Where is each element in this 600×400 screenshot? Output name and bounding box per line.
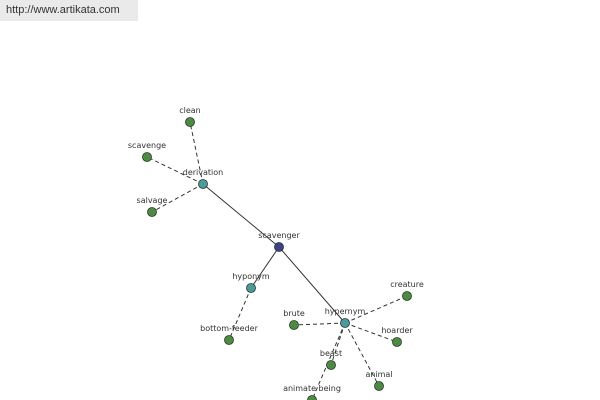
edge-hypernym-hoarder [344, 322, 398, 343]
node-label-brute: brute [283, 309, 305, 318]
edge-scavenger-derivation [202, 183, 280, 248]
edge-hypernym-brute [293, 322, 346, 326]
node-circle-animate-being[interactable] [307, 395, 317, 400]
node-label-hypernym: hypernym [325, 307, 366, 316]
node-clean[interactable]: clean [179, 106, 201, 127]
node-circle-hyponym[interactable] [246, 283, 256, 293]
node-derivation[interactable]: derivation [183, 168, 223, 189]
node-scavenge[interactable]: scavenge [128, 141, 166, 162]
node-label-derivation: derivation [183, 168, 223, 177]
node-hypernym[interactable]: hypernym [325, 307, 366, 328]
site-url-link[interactable]: http://www.artikata.com [0, 0, 138, 21]
edge-derivation-salvage [151, 183, 204, 213]
node-bottom-feeder[interactable]: bottom-feeder [200, 324, 259, 345]
node-label-scavenge: scavenge [128, 141, 166, 150]
node-label-scavenger: scavenger [258, 231, 300, 240]
node-salvage[interactable]: salvage [137, 196, 168, 217]
node-label-hoarder: hoarder [381, 326, 413, 335]
node-circle-animal[interactable] [374, 381, 384, 391]
node-brute[interactable]: brute [283, 309, 305, 330]
node-label-beast: beast [320, 349, 342, 358]
edge-hyponym-bottom-feeder [228, 287, 252, 341]
nodes-layer: scavenger derivation hyponym hypernym clean s… [128, 106, 424, 400]
node-animate-being[interactable]: animate being [283, 384, 341, 400]
node-hoarder[interactable]: hoarder [381, 326, 413, 347]
node-circle-clean[interactable] [185, 117, 195, 127]
node-circle-creature[interactable] [402, 291, 412, 301]
node-circle-salvage[interactable] [147, 207, 157, 217]
node-circle-scavenger[interactable] [274, 242, 284, 252]
node-animal[interactable]: animal [365, 370, 393, 391]
node-scavenger[interactable]: scavenger [258, 231, 300, 252]
node-label-animate-being: animate being [283, 384, 341, 393]
node-label-hyponym: hyponym [232, 272, 270, 281]
node-circle-bottom-feeder[interactable] [224, 335, 234, 345]
node-circle-brute[interactable] [289, 320, 299, 330]
node-label-clean: clean [179, 106, 201, 115]
node-hyponym[interactable]: hyponym [232, 272, 270, 293]
edge-derivation-clean [189, 121, 204, 185]
edge-derivation-scavenge [146, 156, 204, 185]
node-creature[interactable]: creature [390, 280, 424, 301]
node-circle-scavenge[interactable] [142, 152, 152, 162]
node-beast[interactable]: beast [320, 349, 342, 370]
node-label-creature: creature [390, 280, 424, 289]
node-circle-beast[interactable] [326, 360, 336, 370]
edge-hypernym-animal [344, 322, 380, 387]
edge-hypernym-creature [344, 295, 408, 324]
edge-scavenger-hyponym [250, 246, 280, 289]
node-circle-hypernym[interactable] [340, 318, 350, 328]
node-label-bottom-feeder: bottom-feeder [200, 324, 258, 333]
edges-layer [146, 121, 408, 400]
node-circle-derivation[interactable] [198, 179, 208, 189]
node-label-salvage: salvage [137, 196, 168, 205]
edge-scavenger-hypernym [278, 246, 346, 324]
edge-hypernym-beast [330, 322, 346, 366]
node-circle-hoarder[interactable] [392, 337, 402, 347]
node-label-animal: animal [365, 370, 392, 379]
